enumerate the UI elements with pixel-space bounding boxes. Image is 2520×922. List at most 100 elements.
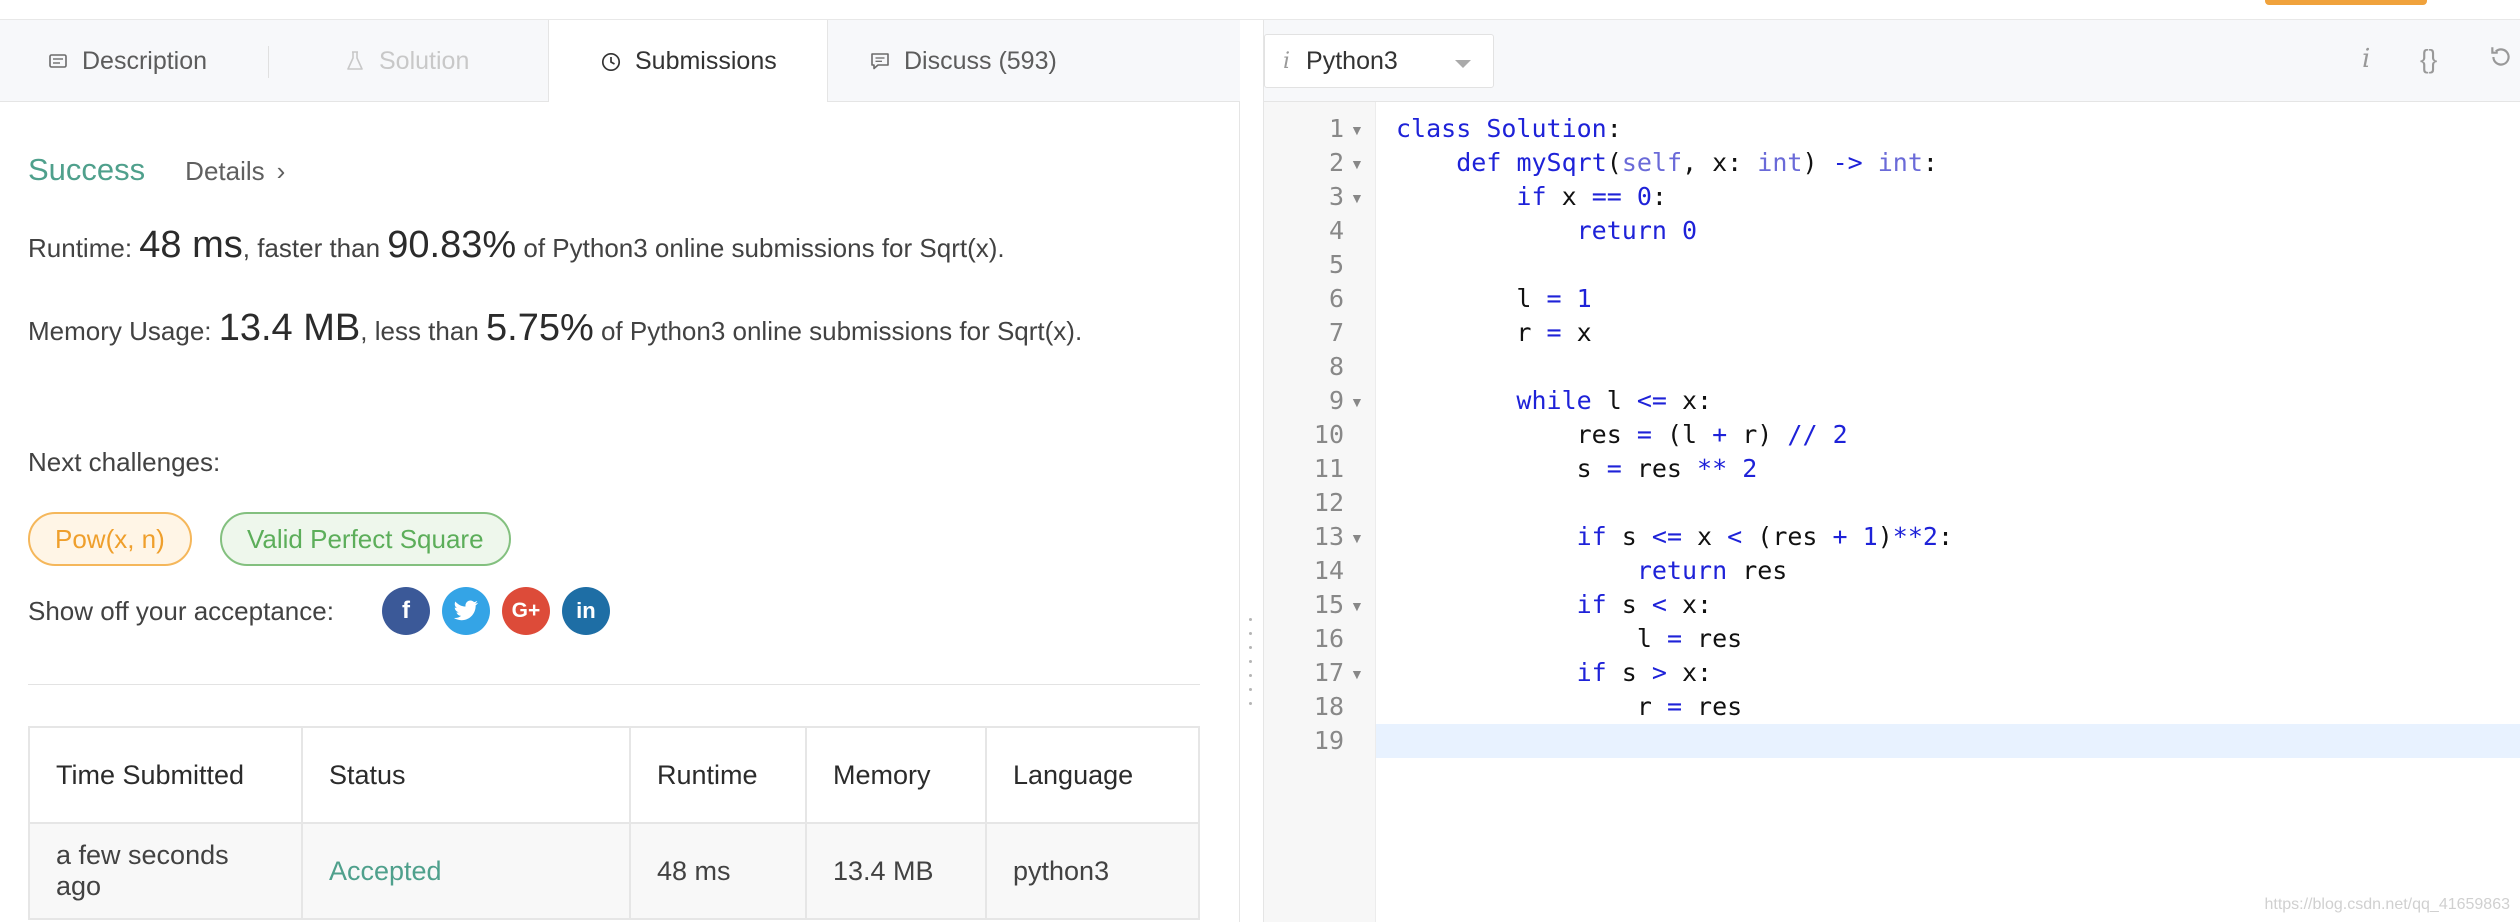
facebook-icon[interactable]: f — [381, 587, 430, 635]
top-bar — [0, 0, 2520, 20]
line-gutter — [1264, 102, 1376, 922]
info-icon: i — [1283, 48, 1291, 74]
line-number: 8 — [1328, 352, 1344, 381]
share-label: Show off your acceptance: — [28, 595, 334, 626]
code-line: while l <= x: — [1516, 386, 1713, 415]
cell-time: a few seconds ago — [28, 822, 303, 920]
format-braces-icon[interactable]: {} — [2420, 44, 2438, 74]
language-value: Python3 — [1306, 46, 1398, 75]
tab-description[interactable]: Description — [48, 20, 207, 102]
chevron-right-icon[interactable]: › — [276, 156, 286, 186]
cell-runtime: 48 ms — [629, 822, 807, 920]
fold-arrow-icon[interactable]: ▼ — [1350, 530, 1364, 546]
memory-tail: of Python3 online submissions for Sqrt(x… — [593, 316, 1083, 346]
line-number: 10 — [1313, 420, 1344, 449]
line-number: 5 — [1328, 250, 1344, 279]
line-number: 9 — [1328, 386, 1344, 415]
info-icon[interactable]: i — [2362, 44, 2371, 74]
table-row: a few seconds ago Accepted 48 ms 13.4 MB… — [28, 822, 1200, 920]
line-number: 17 — [1313, 658, 1344, 687]
runtime-percent: 90.83% — [387, 224, 517, 266]
code-line: if x == 0: — [1516, 182, 1667, 211]
line-number: 3 — [1328, 182, 1344, 211]
fold-arrow-icon[interactable]: ▼ — [1350, 666, 1364, 682]
memory-percent: 5.75% — [486, 307, 594, 349]
tab-divider — [268, 46, 269, 78]
next-challenges-label: Next challenges: — [28, 447, 221, 477]
col-language[interactable]: Language — [985, 726, 1200, 824]
col-time-submitted[interactable]: Time Submitted — [28, 726, 303, 824]
google-plus-icon[interactable]: G+ — [501, 587, 550, 635]
tab-submissions[interactable]: Submissions — [548, 20, 828, 103]
code-line: r = x — [1396, 318, 1592, 347]
fold-arrow-icon[interactable]: ▼ — [1350, 122, 1364, 138]
fold-arrow-icon[interactable]: ▼ — [1350, 394, 1364, 410]
runtime-label: Runtime: — [28, 233, 140, 263]
code-line: return res — [1636, 556, 1788, 585]
watermark: https://blog.csdn.net/qq_41659863 — [2264, 896, 2510, 913]
twitter-icon[interactable] — [441, 587, 490, 635]
code-line: if s < x: — [1576, 590, 1713, 619]
fold-arrow-icon[interactable]: ▼ — [1350, 190, 1364, 206]
runtime-tail: of Python3 online submissions for Sqrt(x… — [516, 233, 1005, 263]
memory-stat: Memory Usage: 13.4 MB, less than 5.75% o… — [28, 307, 1148, 352]
line-number: 12 — [1313, 488, 1344, 517]
col-memory[interactable]: Memory — [805, 726, 987, 824]
submissions-table: Time Submitted Status Runtime Memory Lan… — [28, 726, 1200, 920]
description-icon — [48, 51, 68, 71]
cell-status-link[interactable]: Accepted — [301, 822, 631, 920]
language-select[interactable]: i Python3 — [1264, 34, 1494, 88]
runtime-value: 48 ms — [139, 224, 243, 266]
code-area[interactable]: class Solution: def mySqrt(self, x: int)… — [1376, 102, 2520, 922]
reset-icon[interactable] — [2488, 44, 2514, 77]
chevron-down-icon — [1455, 60, 1471, 68]
top-action-button[interactable] — [2265, 0, 2427, 5]
current-line-highlight — [1376, 724, 2520, 758]
problem-tabs: Description Solution Submissions Discuss… — [0, 20, 1240, 103]
tab-discuss[interactable]: Discuss (593) — [870, 20, 1057, 102]
line-number: 4 — [1328, 216, 1344, 245]
line-number: 13 — [1313, 522, 1344, 551]
code-line: return 0 — [1576, 216, 1698, 245]
code-line: if s > x: — [1576, 658, 1713, 687]
memory-value: 13.4 MB — [218, 307, 361, 349]
line-number: 7 — [1328, 318, 1344, 347]
code-line: l = 1 — [1396, 284, 1592, 313]
memory-label: Memory Usage: — [28, 316, 219, 346]
memory-mid: , less than — [360, 316, 486, 346]
code-line: l = res — [1396, 624, 1743, 653]
clock-icon — [601, 52, 621, 72]
submission-result-panel: Success Details › Runtime: 48 ms, faster… — [0, 102, 1240, 922]
linkedin-icon[interactable]: in — [561, 587, 610, 635]
line-number: 19 — [1313, 726, 1344, 755]
tab-discuss-label: Discuss (593) — [904, 46, 1057, 75]
code-line: r = res — [1396, 692, 1743, 721]
line-number: 11 — [1313, 454, 1344, 483]
tab-solution-label: Solution — [379, 46, 470, 75]
line-number: 18 — [1313, 692, 1344, 721]
cell-language: python3 — [985, 822, 1200, 920]
challenge-pow[interactable]: Pow(x, n) — [28, 512, 192, 566]
code-line: s = res ** 2 — [1396, 454, 1758, 483]
tab-description-label: Description — [82, 46, 208, 75]
col-runtime[interactable]: Runtime — [629, 726, 807, 824]
table-header-row: Time Submitted Status Runtime Memory Lan… — [28, 726, 1200, 824]
challenge-valid-perfect-square[interactable]: Valid Perfect Square — [220, 512, 511, 566]
line-number: 15 — [1313, 590, 1344, 619]
panel-resize-handle[interactable] — [1249, 618, 1253, 716]
fold-arrow-icon[interactable]: ▼ — [1350, 156, 1364, 172]
code-line: if s <= x < (res + 1)**2: — [1576, 522, 1954, 551]
tab-solution[interactable]: Solution — [345, 20, 469, 102]
line-number: 2 — [1328, 148, 1344, 177]
fold-arrow-icon[interactable]: ▼ — [1350, 598, 1364, 614]
details-link[interactable]: Details — [185, 156, 265, 186]
runtime-mid: , faster than — [242, 233, 388, 263]
runtime-stat: Runtime: 48 ms, faster than 90.83% of Py… — [28, 224, 1198, 269]
section-divider — [28, 684, 1200, 685]
col-status[interactable]: Status — [301, 726, 631, 824]
result-header: Success Details › — [28, 152, 285, 188]
line-number: 16 — [1313, 624, 1344, 653]
comment-icon — [870, 51, 890, 71]
line-number: 14 — [1313, 556, 1344, 585]
